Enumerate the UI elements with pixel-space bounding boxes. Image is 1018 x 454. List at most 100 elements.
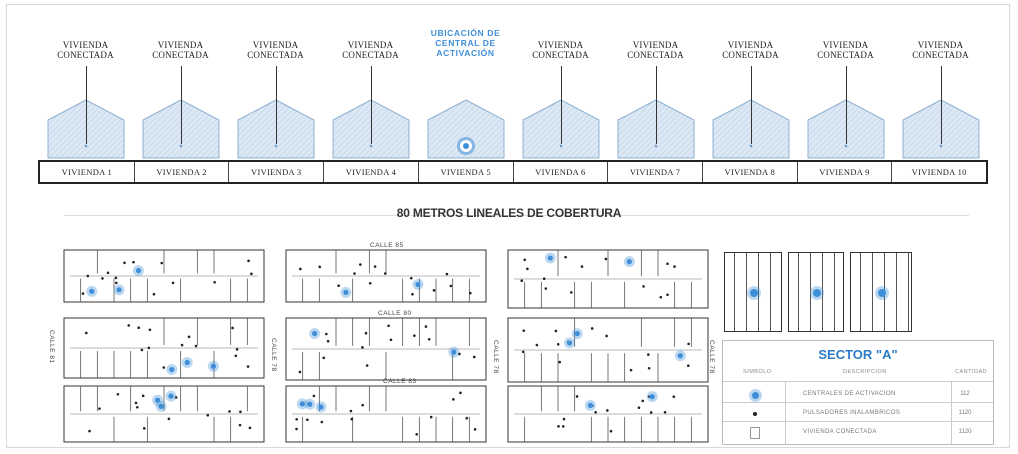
street-label: CALLE 78 [708,340,715,374]
pulsador-dot [132,260,135,264]
central-dot [451,349,457,355]
city-block [850,252,912,332]
pulsador-dot [231,326,234,330]
pulsador-dot [413,334,416,337]
pulsador-dot [228,410,231,413]
central-dot [116,287,122,293]
pulsador-symbol-icon [749,408,761,420]
street-label: CALLE 80 [378,310,412,317]
central-dot [677,353,683,359]
legend-quantity: 1120 [958,429,972,435]
pulsador-dot [465,416,469,420]
pulsador-dot [659,295,663,299]
pulsador-dot [81,292,85,295]
house-label-line: VIVIENDA [537,40,584,50]
pulsador-dot [642,285,645,288]
pulsador-dot [575,395,579,398]
house-label-line: ACTIVACIÓN [436,48,495,58]
legend-header-description: DESCRIPCION [843,369,887,375]
legend-description: CENTRALES DE ACTIVACION [803,391,896,397]
pulsador-dot [364,331,368,335]
pulsador-dot [544,287,548,290]
pulsador-dot [590,327,594,330]
house-number-cell: VIVIENDA 10 [911,167,967,177]
legend-divider [723,381,993,382]
legend-header-quantity: CANTIDAD [955,369,988,375]
central-dot [813,289,821,297]
pulsador-dot [295,417,298,421]
central-dot [574,331,580,337]
pulsador-dot [415,432,418,436]
pulsador-dot [569,291,573,294]
house-number-cell: VIVIENDA 8 [703,162,798,182]
pulsador-dot [326,339,330,343]
house-label-line: CONECTADA [722,50,779,60]
pulsador-dot [557,425,560,428]
central-dot [168,393,174,399]
pulsador-dot [114,276,118,280]
pulsador-dot [521,350,525,354]
central-dot [649,394,655,400]
pulsador-dot [458,352,461,356]
house-pointer-line [275,66,277,144]
pulsador-dot [647,366,651,370]
pulsador-dot [134,401,138,405]
pulsador-dot [432,289,436,292]
house-pointer-line [845,66,847,144]
pulsador-dot [647,353,650,356]
legend-header-symbol: SIMBOLO [743,369,772,375]
house-label-line: VIVIENDA [347,40,394,50]
pulsador-dot [299,267,302,271]
pulsador-dot [306,418,309,422]
pulsador-dot [187,335,191,339]
house-pointer-line [180,66,182,144]
house-number-cell: VIVIENDA 4 [324,162,419,182]
pulsador-dot [365,364,369,367]
pulsador-dot [137,326,140,330]
pulsador-dot [127,324,131,327]
house-label-line: CONECTADA [247,50,304,60]
pulsador-dot [136,405,139,409]
pulsador-dot [609,429,613,433]
pulsador-dot [106,271,110,275]
pulsador-dot [115,281,118,285]
street-label: CALLE 83 [383,378,417,385]
pulsador-dot [594,410,597,414]
legend-quantity: 112 [960,391,970,397]
house-number-cell: VIVIENDA 1 [40,162,135,182]
pulsador-dot [637,406,641,410]
pulsador-dot [152,292,156,296]
central-dot [547,255,553,261]
central-dot [566,340,573,346]
pulsador-dot [141,394,145,398]
pulsador-dot [171,281,175,285]
legend-quantity: 1120 [958,410,972,416]
house-label-line: CONECTADA [57,50,114,60]
pulsador-dot [162,366,166,369]
central-dot [307,401,313,407]
pulsador-dot [337,284,340,288]
pulsador-dot [86,274,90,278]
city-block [788,252,844,332]
house-label-line: CONECTADA [152,50,209,60]
house-number-cell: VIVIENDA 2 [135,162,230,182]
central-house-shape [427,99,504,159]
central-dot [750,289,758,297]
central-symbol-icon [749,389,761,401]
house-pointer-line [655,66,657,144]
pulsador-dot [580,265,584,268]
pulsador-dot [206,413,210,417]
central-dot [184,359,190,366]
house-label-line: UBICACIÓN DE [430,28,501,38]
house-label-line: CENTRAL DE [435,38,496,48]
pulsador-dot [605,334,608,338]
pulsador-dot [160,261,164,265]
